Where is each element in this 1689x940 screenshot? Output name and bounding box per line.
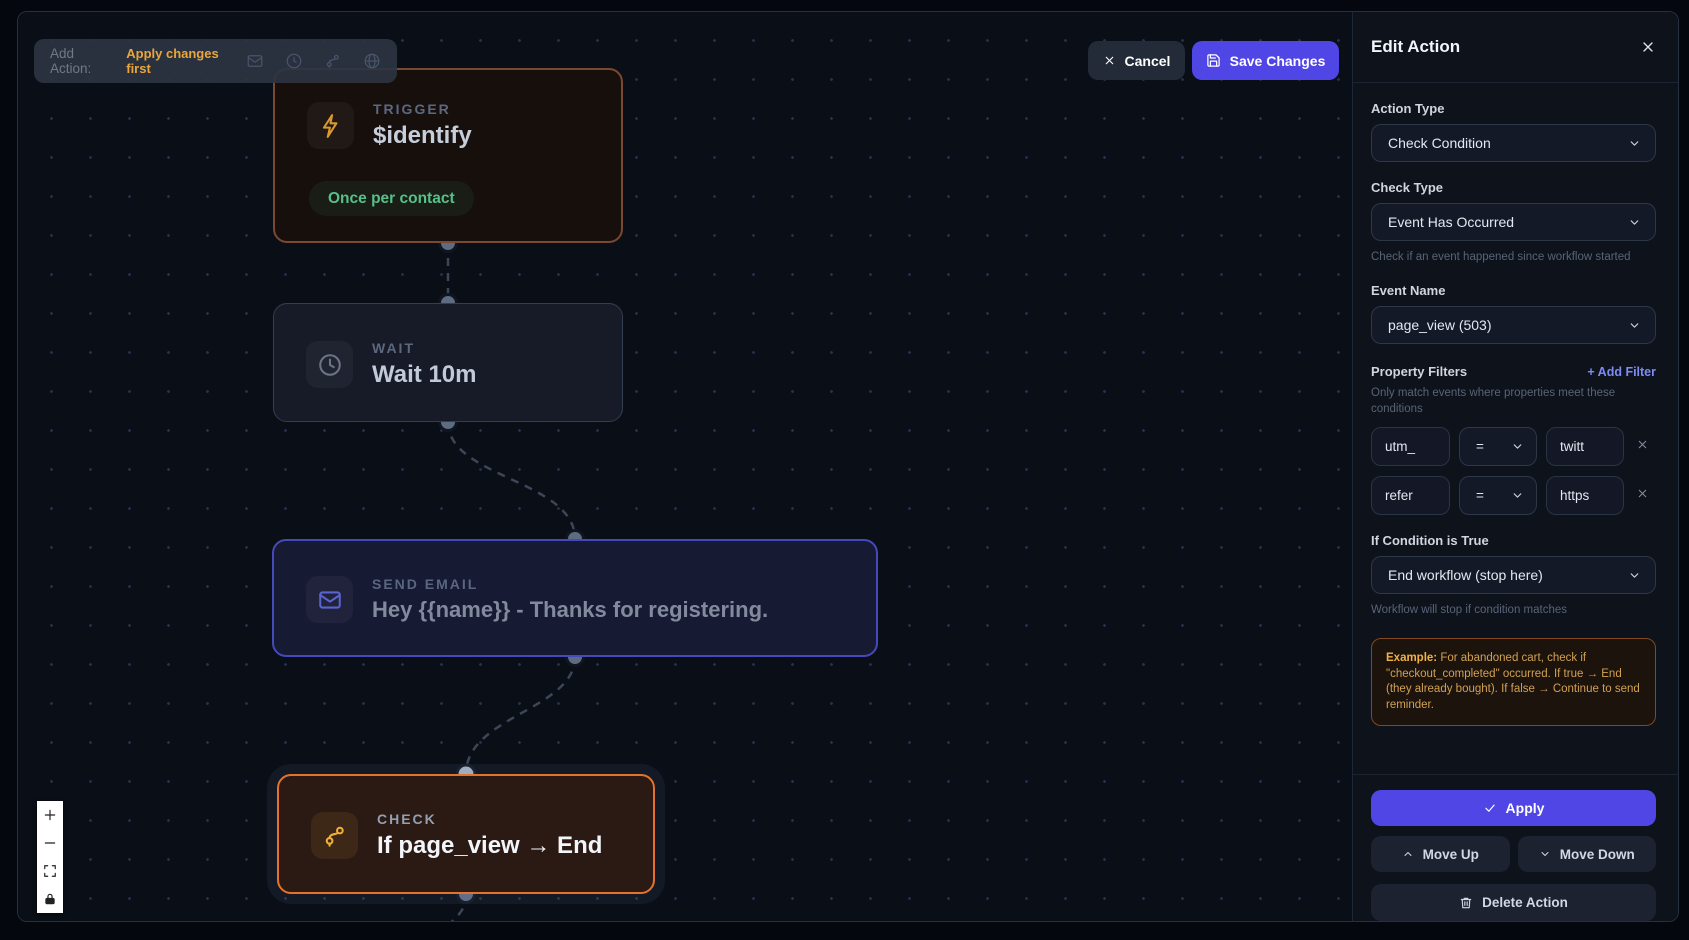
chevron-down-icon [1513, 493, 1522, 498]
filter-property-input[interactable] [1371, 427, 1450, 466]
action-type-select[interactable]: Check Condition [1371, 124, 1656, 162]
remove-filter-button[interactable] [1633, 487, 1651, 505]
lock-button[interactable] [37, 885, 63, 913]
save-label: Save Changes [1229, 52, 1326, 69]
chevron-down-icon [1630, 140, 1639, 146]
add-filter-button[interactable]: + Add Filter [1587, 364, 1656, 379]
remove-filter-button[interactable] [1633, 438, 1651, 456]
event-name-select[interactable]: page_view (503) [1371, 306, 1656, 344]
branch-icon [311, 812, 358, 859]
action-type-value: Check Condition [1388, 135, 1491, 151]
delete-action-button[interactable]: Delete Action [1371, 884, 1656, 921]
example-callout: Example: For abandoned cart, check if "c… [1371, 638, 1656, 726]
apply-changes-hint: Apply changes first [126, 46, 219, 76]
node-title: $identify [373, 122, 472, 149]
cancel-label: Cancel [1124, 52, 1171, 69]
apply-label: Apply [1505, 800, 1545, 816]
node-type-label: SEND EMAIL [372, 576, 479, 592]
close-panel-icon[interactable] [1640, 39, 1656, 55]
zoom-in-button[interactable] [37, 801, 63, 829]
if-true-helper: Workflow will stop if condition matches [1371, 604, 1567, 616]
edge-wait-email [446, 421, 577, 540]
connector-edges [438, 233, 585, 921]
close-icon [1638, 440, 1646, 448]
example-text: For abandoned cart, check if "checkout_c… [1386, 652, 1640, 711]
filter-row: = [1371, 427, 1656, 466]
property-filters-label: Property Filters [1371, 364, 1468, 379]
check-type-value: Event Has Occurred [1388, 214, 1515, 230]
node-title: If page_view → End [377, 832, 603, 859]
filter-property-input[interactable] [1371, 476, 1450, 515]
if-true-value: End workflow (stop here) [1388, 567, 1543, 583]
app-frame: TRIGGER $identify Once per contact WAIT … [17, 11, 1679, 922]
check-type-helper: Check if an event happened since workflo… [1371, 251, 1631, 263]
globe-icon[interactable] [363, 52, 381, 70]
move-down-label: Move Down [1559, 846, 1635, 862]
chevron-down-icon [1630, 219, 1639, 225]
trigger-frequency-badge: Once per contact [309, 181, 474, 216]
clock-icon [306, 341, 353, 388]
filter-row: = [1371, 476, 1656, 515]
chevron-down-icon [1630, 572, 1639, 578]
cancel-button[interactable]: Cancel [1088, 41, 1185, 80]
add-action-toolbar: Add Action: Apply changes first [34, 39, 397, 83]
check-icon [1484, 804, 1495, 812]
wait-clock-icon[interactable] [285, 52, 303, 70]
close-icon [1638, 489, 1646, 497]
edge-check-out [451, 893, 468, 921]
branch-icon[interactable] [324, 52, 342, 70]
filter-operator-value: = [1476, 488, 1484, 503]
close-icon [1105, 56, 1113, 65]
apply-button[interactable]: Apply [1371, 790, 1656, 826]
node-wait[interactable]: WAIT Wait 10m [273, 303, 623, 422]
panel-title: Edit Action [1371, 37, 1461, 56]
move-down-button[interactable]: Move Down [1517, 836, 1656, 872]
filter-operator-value: = [1476, 439, 1484, 454]
delete-action-label: Delete Action [1482, 895, 1568, 910]
node-type-label: WAIT [372, 340, 415, 356]
move-up-label: Move Up [1422, 846, 1479, 862]
chevron-down-icon [1541, 852, 1549, 856]
envelope-icon [306, 576, 353, 623]
node-type-label: CHECK [377, 811, 437, 827]
edit-action-panel: Edit Action Action Type Check Condition … [1352, 12, 1678, 921]
if-true-label: If Condition is True [1371, 533, 1489, 548]
event-name-label: Event Name [1371, 283, 1446, 298]
check-type-select[interactable]: Event Has Occurred [1371, 203, 1656, 241]
node-type-label: TRIGGER [373, 101, 451, 117]
fit-view-button[interactable] [37, 857, 63, 885]
event-name-value: page_view (503) [1388, 317, 1492, 333]
chevron-down-icon [1630, 322, 1639, 328]
chevron-up-icon [1404, 852, 1412, 856]
canvas-controls [37, 801, 63, 913]
move-up-button[interactable]: Move Up [1371, 836, 1510, 872]
save-changes-button[interactable]: Save Changes [1192, 41, 1339, 80]
property-filters-helper: Only match events where properties meet … [1371, 387, 1616, 415]
check-type-label: Check Type [1371, 180, 1444, 195]
if-true-select[interactable]: End workflow (stop here) [1371, 556, 1656, 594]
email-icon[interactable] [246, 52, 264, 70]
node-title: Hey {{name}} - Thanks for registering. [372, 597, 769, 622]
action-type-label: Action Type [1371, 101, 1445, 116]
add-action-label: Add Action: [50, 46, 92, 76]
edge-email-check [464, 656, 577, 775]
node-send-email[interactable]: SEND EMAIL Hey {{name}} - Thanks for reg… [272, 539, 878, 657]
node-trigger[interactable]: TRIGGER $identify Once per contact [273, 68, 623, 243]
workflow-canvas[interactable]: TRIGGER $identify Once per contact WAIT … [18, 12, 1352, 921]
filter-operator-select[interactable]: = [1459, 476, 1537, 515]
chevron-down-icon [1513, 444, 1522, 449]
trash-icon [1460, 897, 1472, 908]
filter-operator-select[interactable]: = [1459, 427, 1537, 466]
save-icon [1206, 54, 1220, 67]
node-title: Wait 10m [372, 361, 477, 388]
node-check[interactable]: CHECK If page_view → End [277, 774, 655, 894]
zoom-out-button[interactable] [37, 829, 63, 857]
filter-value-input[interactable] [1546, 427, 1624, 466]
filter-value-input[interactable] [1546, 476, 1624, 515]
lightning-icon [307, 102, 354, 149]
example-bold: Example: [1386, 652, 1438, 664]
